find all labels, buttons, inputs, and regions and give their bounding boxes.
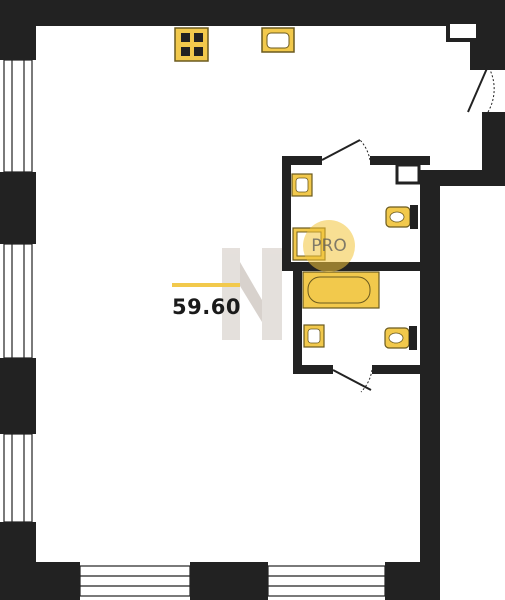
area-underline <box>172 283 240 287</box>
pro-watermark-badge: PRO <box>303 220 355 272</box>
bathroom-doors <box>321 139 373 393</box>
stove-icon <box>174 27 209 62</box>
windows <box>3 59 386 597</box>
bathroom-sink-icon <box>291 173 313 197</box>
pro-watermark-text: PRO <box>311 236 347 256</box>
bathtub-icon <box>302 271 380 309</box>
entrance-door <box>446 20 495 113</box>
toilet-icon <box>384 326 417 350</box>
kitchen-sink-icon <box>261 27 295 53</box>
room-area-label: 59.60 <box>172 295 241 319</box>
brand-logo-watermark <box>222 248 282 340</box>
bathroom-walls <box>282 156 430 374</box>
bathroom-sink-icon <box>303 324 325 348</box>
toilet-icon <box>385 205 418 229</box>
